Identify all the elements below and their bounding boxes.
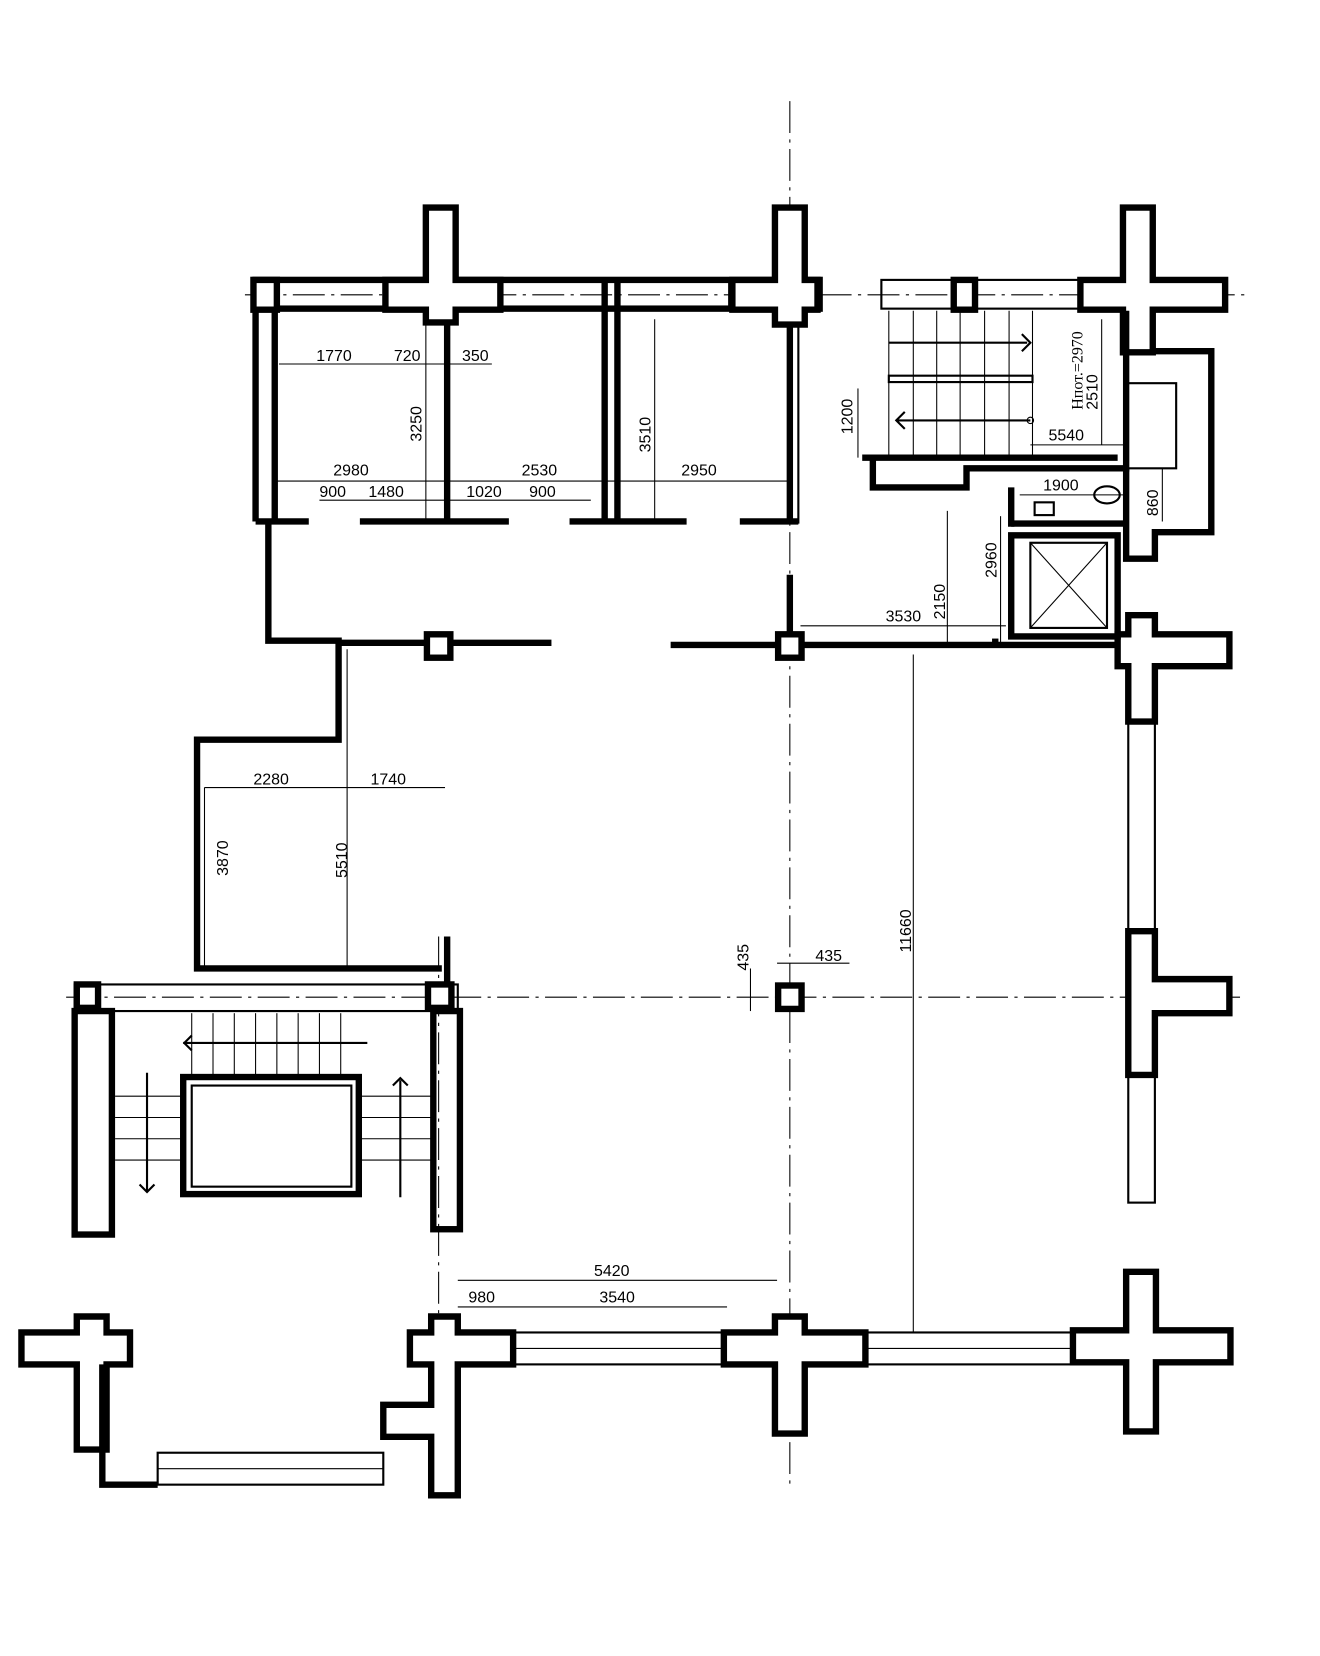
dim-3510: 3510 [637,417,654,453]
dim-1200: 1200 [840,399,857,435]
dim-720: 720 [394,348,421,365]
stair-left [71,981,464,1238]
dim-5510: 5510 [334,842,351,878]
dim-1740: 1740 [371,771,407,788]
dim-435: 435 [815,948,842,965]
dim-3870: 3870 [215,840,232,876]
top-rooms-walls [252,276,823,525]
dim-900: 900 [529,484,556,501]
dimension-labels: 1770 720 350 3250 3510 2980 2530 2950 90… [215,331,1162,1306]
dim-2150: 2150 [932,584,949,620]
dim-2980: 2980 [333,463,369,480]
dim-350: 350 [462,348,489,365]
dim-1020: 1020 [466,484,502,501]
dim-900: 900 [319,484,346,501]
exterior-walls [99,720,1156,1488]
dim-1770: 1770 [316,348,352,365]
dim-2950: 2950 [681,463,717,480]
dim-860: 860 [1145,489,1162,516]
dim-3250: 3250 [409,406,426,442]
sink-icon [1033,501,1055,517]
stair-top-right [862,276,1215,562]
column [774,982,805,1013]
dim-3530: 3530 [886,609,922,626]
dim-11660: 11660 [898,909,915,952]
cross-columns [18,204,1234,1499]
dim-2530: 2530 [522,463,558,480]
dim-980: 980 [468,1290,495,1307]
corridor-walls [193,276,1123,1013]
dim-2510: 2510 [1084,374,1101,410]
column [774,631,805,661]
dim-1480: 1480 [368,484,404,501]
ceiling-height-note: Нпот.=2970 [1070,331,1087,410]
dimension-lines [203,319,1163,1333]
dim-3540: 3540 [599,1290,635,1307]
dim-2960: 2960 [983,542,1000,578]
dim-435: 435 [735,944,752,971]
dim-5420: 5420 [594,1263,630,1280]
dim-5540: 5540 [1048,428,1084,445]
column [250,276,281,313]
column [423,631,454,661]
dim-2280: 2280 [253,771,289,788]
dim-1900: 1900 [1043,478,1079,495]
wc-and-elevator [992,485,1127,644]
